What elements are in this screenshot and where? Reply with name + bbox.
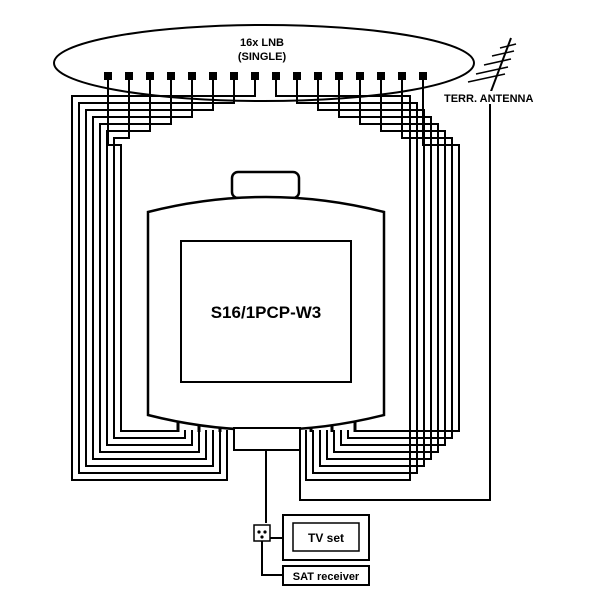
lnb-connector [125, 72, 133, 80]
lnb-dish-ellipse [53, 24, 475, 102]
lnb-connector [293, 72, 301, 80]
lnb-cable-right [333, 80, 439, 453]
wall-socket [253, 524, 271, 542]
lnb-title: 16x LNB [240, 37, 284, 49]
multiswitch-model: S16/1PCP-W3 [211, 303, 322, 322]
lnb-cable-left [71, 80, 256, 481]
tv-set: TV set [282, 514, 370, 561]
lnb-connector [356, 72, 364, 80]
terrestrial-antenna-cable [299, 94, 491, 501]
lnb-connector [398, 72, 406, 80]
multiswitch-output-block [233, 427, 301, 451]
lnb-connector [377, 72, 385, 80]
lnb-cable-right [275, 80, 411, 481]
lnb-cable-left [78, 80, 235, 474]
lnb-connector [251, 72, 259, 80]
tv-set-label: TV set [308, 531, 344, 545]
lnb-cable-right [340, 80, 446, 446]
multiswitch-label-panel [180, 240, 352, 383]
lnb-connector [188, 72, 196, 80]
multiswitch-top-handle [230, 170, 301, 200]
lnb-cable-right [296, 80, 418, 474]
lnb-connector [146, 72, 154, 80]
antenna-label: TERR. ANTENNA [444, 93, 533, 105]
lnb-cable-left [85, 80, 214, 467]
antenna-label-bg [442, 91, 556, 104]
output-cable [261, 450, 283, 576]
lnb-connectors [104, 72, 427, 80]
lnb-connector [419, 72, 427, 80]
lnb-subtitle: (SINGLE) [238, 51, 287, 63]
sat-receiver-label: SAT receiver [293, 571, 360, 583]
lnb-connector [272, 72, 280, 80]
lnb-connector [335, 72, 343, 80]
lnb-connector [230, 72, 238, 80]
terrestrial-antenna-icon [467, 37, 517, 95]
sat-receiver: SAT receiver [282, 565, 370, 586]
lnb-connector [167, 72, 175, 80]
lnb-connector [104, 72, 112, 80]
lnb-cable-right [317, 80, 425, 467]
lnb-connector [209, 72, 217, 80]
lnb-cable-bundle [71, 80, 491, 501]
lnb-cable-left [113, 80, 186, 439]
lnb-cable-left [106, 80, 193, 446]
lnb-cable-right [326, 80, 432, 460]
multiswitch: S16/1PCP-W3 [146, 170, 386, 451]
lnb-cable-right [347, 80, 453, 439]
lnb-connector [314, 72, 322, 80]
